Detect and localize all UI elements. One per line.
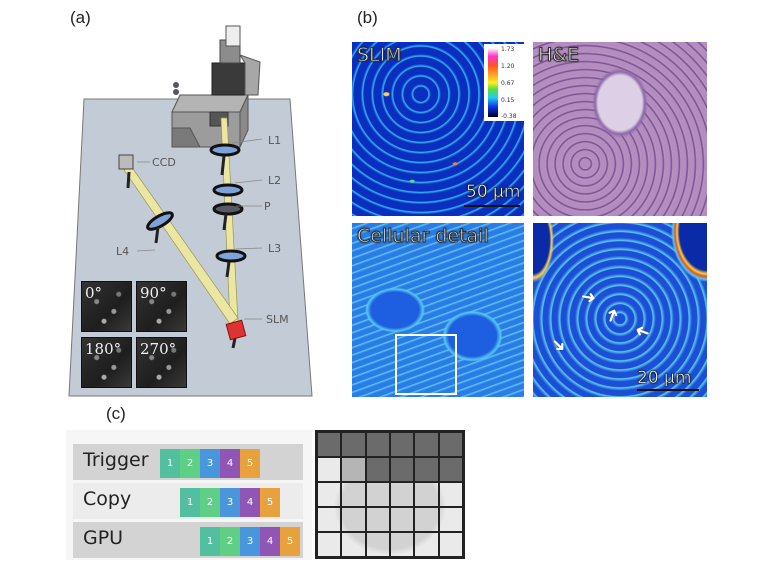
mosaic-tile-pending [390,532,415,557]
mosaic-tile-pending [341,532,366,557]
he-stain-image: H&E [533,42,707,216]
mosaic-tile-acquired [414,432,439,457]
mosaic-tile-pending [317,532,342,557]
mosaic-tile-acquired [390,432,415,457]
frame-block: 3 [240,527,260,556]
phase-frame-90: 90° [136,281,187,332]
stage-label: Trigger [83,449,149,471]
colorbar-tick: 0.15 [501,97,515,104]
mosaic-tile-pending [341,482,366,507]
mosaic-tile-pending [390,482,415,507]
mosaic-tile-acquired [365,457,390,482]
mosaic-tile-acquired [390,457,415,482]
polarizer-p-label: P [264,200,271,213]
frame-block: 4 [220,449,240,478]
cellular-detail-title: Cellular detail [357,225,490,248]
phase-frame-label: 180° [85,340,122,358]
scale-50um-label: 50 μm [466,182,521,203]
mosaic-tile-pending [341,507,366,532]
frame-block: 1 [200,527,220,556]
frame-block: 2 [220,527,240,556]
frame-block: 2 [200,488,220,517]
lens-l2-label: L2 [268,174,282,187]
mosaic-tile-pending [414,507,439,532]
colorbar-tick: 1.20 [501,63,515,70]
setup-drawing [68,25,313,397]
panel-a-label: (a) [70,8,91,27]
arrow-icon: ➜ [600,304,625,327]
arrow-icon: ➜ [579,285,598,310]
mosaic-tile-pending [365,507,390,532]
mosaic-tile-acquired [438,432,463,457]
arrow-icon: ➜ [631,319,654,344]
frame-block: 5 [280,527,300,556]
frame-block: 5 [240,449,260,478]
slm-label: SLM [266,313,289,326]
he-title: H&E [537,44,580,67]
mosaic-tile-pending [365,532,390,557]
mosaic-tile-acquired [438,457,463,482]
colorbar-tick: 0.67 [501,80,515,87]
stage-label: Copy [83,488,132,510]
mosaic-tile-acquired [317,432,342,457]
colorbar-gradient [488,48,498,117]
lens-l1-label: L1 [268,134,282,147]
arrow-icon: ➜ [545,332,572,359]
pipeline-row-trigger: Trigger 1 2 3 4 5 [73,444,303,480]
scale-bar-20um [637,389,699,391]
frame-block: 5 [260,488,280,517]
zoomed-detail-image: ➜ ➜ ➜ ➜ 20 μm [533,223,707,397]
mosaic-tile-pending [390,507,415,532]
phase-frame-label: 90° [140,284,167,302]
mosaic-tile-pending [317,482,342,507]
frame-block: 3 [200,449,220,478]
colorbar-tick: -0.38 [501,113,517,120]
phase-frame-0: 0° [81,281,132,332]
ccd-label: CCD [152,156,176,169]
colorbar-tick: 1.73 [501,46,515,53]
lens-l3-label: L3 [268,242,282,255]
mosaic-tile-grid [315,430,465,559]
cellular-detail-image: Cellular detail [352,223,524,397]
phase-frame-label: 270° [140,340,177,358]
phase-frame-270: 270° [136,337,187,388]
mosaic-tile-pending [414,532,439,557]
frame-block: 1 [160,449,180,478]
frame-block: 2 [180,449,200,478]
lens-l4-label: L4 [116,245,130,258]
frame-block: 4 [240,488,260,517]
phase-colorbar: 1.73 1.20 0.67 0.15 -0.38 [484,44,528,121]
mosaic-tile-pending [317,507,342,532]
mosaic-tile-acquired [365,432,390,457]
mosaic-tile-pending [438,482,463,507]
mosaic-tile-acquired [341,432,366,457]
zoom-region-box [395,334,457,395]
phase-frame-label: 0° [85,284,103,302]
pipeline-row-copy: Copy 1 2 3 4 5 [73,483,303,519]
optical-setup-diagram: L1 CCD L2 P L3 L4 SLM 0° 90° 180° 270° [0,0,340,400]
mosaic-tile-in-progress [341,457,366,482]
panel-c-label: (c) [106,404,126,423]
pipeline-row-gpu: GPU 1 2 3 4 5 [73,522,303,558]
panel-b-label: (b) [357,8,378,27]
phase-frame-180: 180° [81,337,132,388]
stage-label: GPU [83,527,124,549]
mosaic-tile-pending [438,532,463,557]
scale-20um-label: 20 μm [637,368,692,389]
frame-block: 4 [260,527,280,556]
slim-title: SLIM [357,44,403,67]
mosaic-tile-pending [438,507,463,532]
mosaic-tile-pending [414,482,439,507]
frame-block: 3 [220,488,240,517]
frame-block: 1 [180,488,200,517]
mosaic-tile-pending [317,457,342,482]
scale-bar-50um [464,205,520,207]
mosaic-tile-pending [365,482,390,507]
mosaic-tile-acquired [414,457,439,482]
